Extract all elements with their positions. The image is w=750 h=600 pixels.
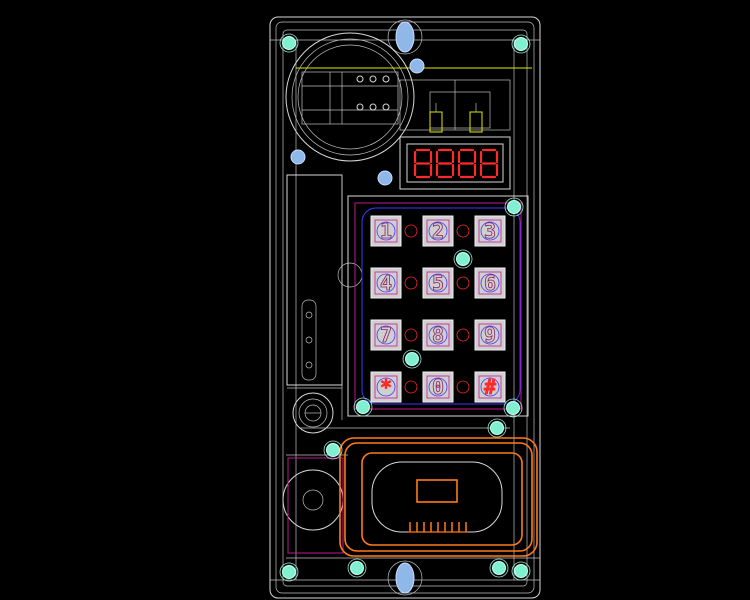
mounting-hole-icon [504, 197, 524, 217]
keypad-key: 7 [370, 319, 402, 351]
mounting-hole-icon [402, 349, 422, 369]
display-digit: 8 [413, 148, 433, 179]
connector-pins [429, 103, 483, 133]
speaker-grille-icon [339, 437, 538, 557]
side-channel [286, 174, 363, 420]
keypad-key: 9 [474, 319, 506, 351]
keypad-key-label: 3 [484, 219, 496, 243]
mounting-hole-icon [503, 398, 523, 418]
keypad-icon: 1 2 3 4 5 6 7 8 9 * 0 # [347, 195, 529, 417]
keypad-key-label: 5 [432, 271, 444, 295]
display-digit: 8 [435, 148, 455, 179]
lock-cylinder-icon [292, 392, 334, 434]
camera-lens-icon [285, 32, 511, 162]
keypad-red-dots [404, 224, 470, 394]
camera-leds [356, 75, 390, 111]
seven-segment-display-icon: 8 8 8 8 [399, 136, 511, 190]
display-digits: 8 8 8 8 [413, 148, 499, 179]
speaker-slots [408, 522, 468, 533]
keypad-key: 1 [370, 215, 402, 247]
screw-icon [409, 58, 425, 74]
microphone-icon [282, 457, 344, 554]
display-digit-label: 8 [489, 169, 490, 170]
display-digit: 8 [457, 148, 477, 179]
mounting-hole-icons [279, 33, 531, 582]
keypad-key: * [370, 371, 402, 403]
display-digit-label: 8 [467, 169, 468, 170]
housing-outline [269, 16, 541, 599]
keypad-keys: 1 2 3 4 5 6 7 8 9 * 0 # [370, 215, 506, 403]
mounting-hole-icon [487, 418, 507, 438]
mounting-hole-icon [323, 440, 343, 460]
keypad-key: 4 [370, 267, 402, 299]
mounting-hole-icon [489, 558, 509, 578]
keypad-key: 0 [422, 371, 454, 403]
keypad-key: 2 [422, 215, 454, 247]
keypad-key-label: 9 [484, 323, 496, 347]
mounting-hole-icon [347, 558, 367, 578]
keypad-key-label: 0 [432, 375, 444, 399]
mounting-hole-icon [511, 561, 531, 581]
screw-icon [290, 149, 306, 165]
display-digit-label: 8 [423, 169, 424, 170]
display-digit: 8 [479, 148, 499, 179]
keypad-key-label: * [380, 375, 392, 399]
mounting-hole-icon [353, 397, 373, 417]
keypad-key-label: 2 [432, 219, 444, 243]
screw-icon [395, 21, 415, 53]
keypad-key-label: 1 [380, 219, 392, 243]
keypad-key-label: # [484, 375, 496, 399]
screw-icon [395, 562, 415, 594]
keypad-key: 6 [474, 267, 506, 299]
keypad-key-label: 6 [484, 271, 496, 295]
mounting-hole-icon [511, 34, 531, 54]
screw-icon [377, 170, 393, 186]
keypad-key: 3 [474, 215, 506, 247]
keypad-key: 8 [422, 319, 454, 351]
keypad-key: # [474, 371, 506, 403]
mounting-hole-icon [279, 562, 299, 582]
keypad-key-label: 7 [380, 323, 392, 347]
keypad-key-label: 4 [380, 271, 392, 295]
mounting-hole-icon [279, 33, 299, 53]
keypad-key: 5 [422, 267, 454, 299]
display-digit-label: 8 [445, 169, 446, 170]
screw-icons [290, 19, 425, 596]
keypad-key-label: 8 [432, 323, 444, 347]
mounting-hole-icon [453, 249, 473, 269]
